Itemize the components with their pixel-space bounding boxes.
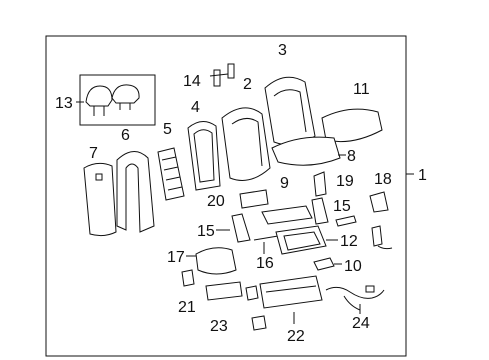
assembly-border xyxy=(45,35,407,357)
frame-trim-part xyxy=(116,151,155,233)
callout-5[interactable]: 5 xyxy=(163,121,172,138)
recliner-cover-part xyxy=(369,191,389,213)
callout-10[interactable]: 10 xyxy=(344,258,362,275)
back-panel-part xyxy=(83,162,117,237)
callout-23[interactable]: 23 xyxy=(210,318,228,335)
seat-cushion-part xyxy=(271,136,341,166)
callout-20[interactable]: 20 xyxy=(207,193,225,210)
callout-9[interactable]: 9 xyxy=(280,175,289,192)
callout-11[interactable]: 11 xyxy=(353,81,370,98)
callout-8[interactable]: 8 xyxy=(347,148,356,165)
callout-18[interactable]: 18 xyxy=(374,171,392,188)
callout-21[interactable]: 21 xyxy=(178,299,196,316)
back-cushion-cover-part xyxy=(264,76,316,146)
headrest-guide-part xyxy=(209,63,235,87)
track-assembly-part xyxy=(245,275,323,331)
headrests-part xyxy=(85,84,140,116)
lower-trim-part xyxy=(205,281,243,301)
callout-3[interactable]: 3 xyxy=(278,42,287,59)
callout-7[interactable]: 7 xyxy=(89,145,98,162)
seat-pan-part xyxy=(261,205,313,225)
callout-1[interactable]: 1 xyxy=(418,167,427,184)
headrest-inset-box xyxy=(79,74,156,126)
callout-15-left[interactable]: 15 xyxy=(197,223,215,240)
side-shield-part xyxy=(195,247,237,275)
cushion-frame-part xyxy=(275,225,327,255)
callout-22[interactable]: 22 xyxy=(287,328,305,345)
callout-14[interactable]: 14 xyxy=(183,73,201,90)
callout-12[interactable]: 12 xyxy=(340,233,358,250)
callout-15-right[interactable]: 15 xyxy=(333,198,351,215)
small-bracket-part xyxy=(313,171,327,197)
side-cable-part xyxy=(371,225,393,250)
right-hinge-part xyxy=(311,197,357,227)
callout-19[interactable]: 19 xyxy=(336,173,354,190)
side-bracket-part xyxy=(239,189,269,209)
lumbar-support-part xyxy=(157,147,185,201)
callout-13[interactable]: 13 xyxy=(55,95,73,112)
callout-24[interactable]: 24 xyxy=(352,315,370,332)
callout-16[interactable]: 16 xyxy=(256,255,274,272)
back-frame-part xyxy=(187,121,221,191)
clip-part xyxy=(181,269,195,287)
cross-rod-part xyxy=(253,235,279,241)
callout-6[interactable]: 6 xyxy=(121,127,130,144)
back-pad-part xyxy=(221,107,271,181)
adjuster-knob-part xyxy=(313,257,335,271)
callout-2[interactable]: 2 xyxy=(243,76,252,93)
callout-4[interactable]: 4 xyxy=(191,99,200,116)
left-hinge-part xyxy=(231,213,251,243)
wiring-harness-part xyxy=(325,285,385,311)
callout-17[interactable]: 17 xyxy=(167,249,185,266)
seat-cushion-cover-part xyxy=(321,108,383,143)
